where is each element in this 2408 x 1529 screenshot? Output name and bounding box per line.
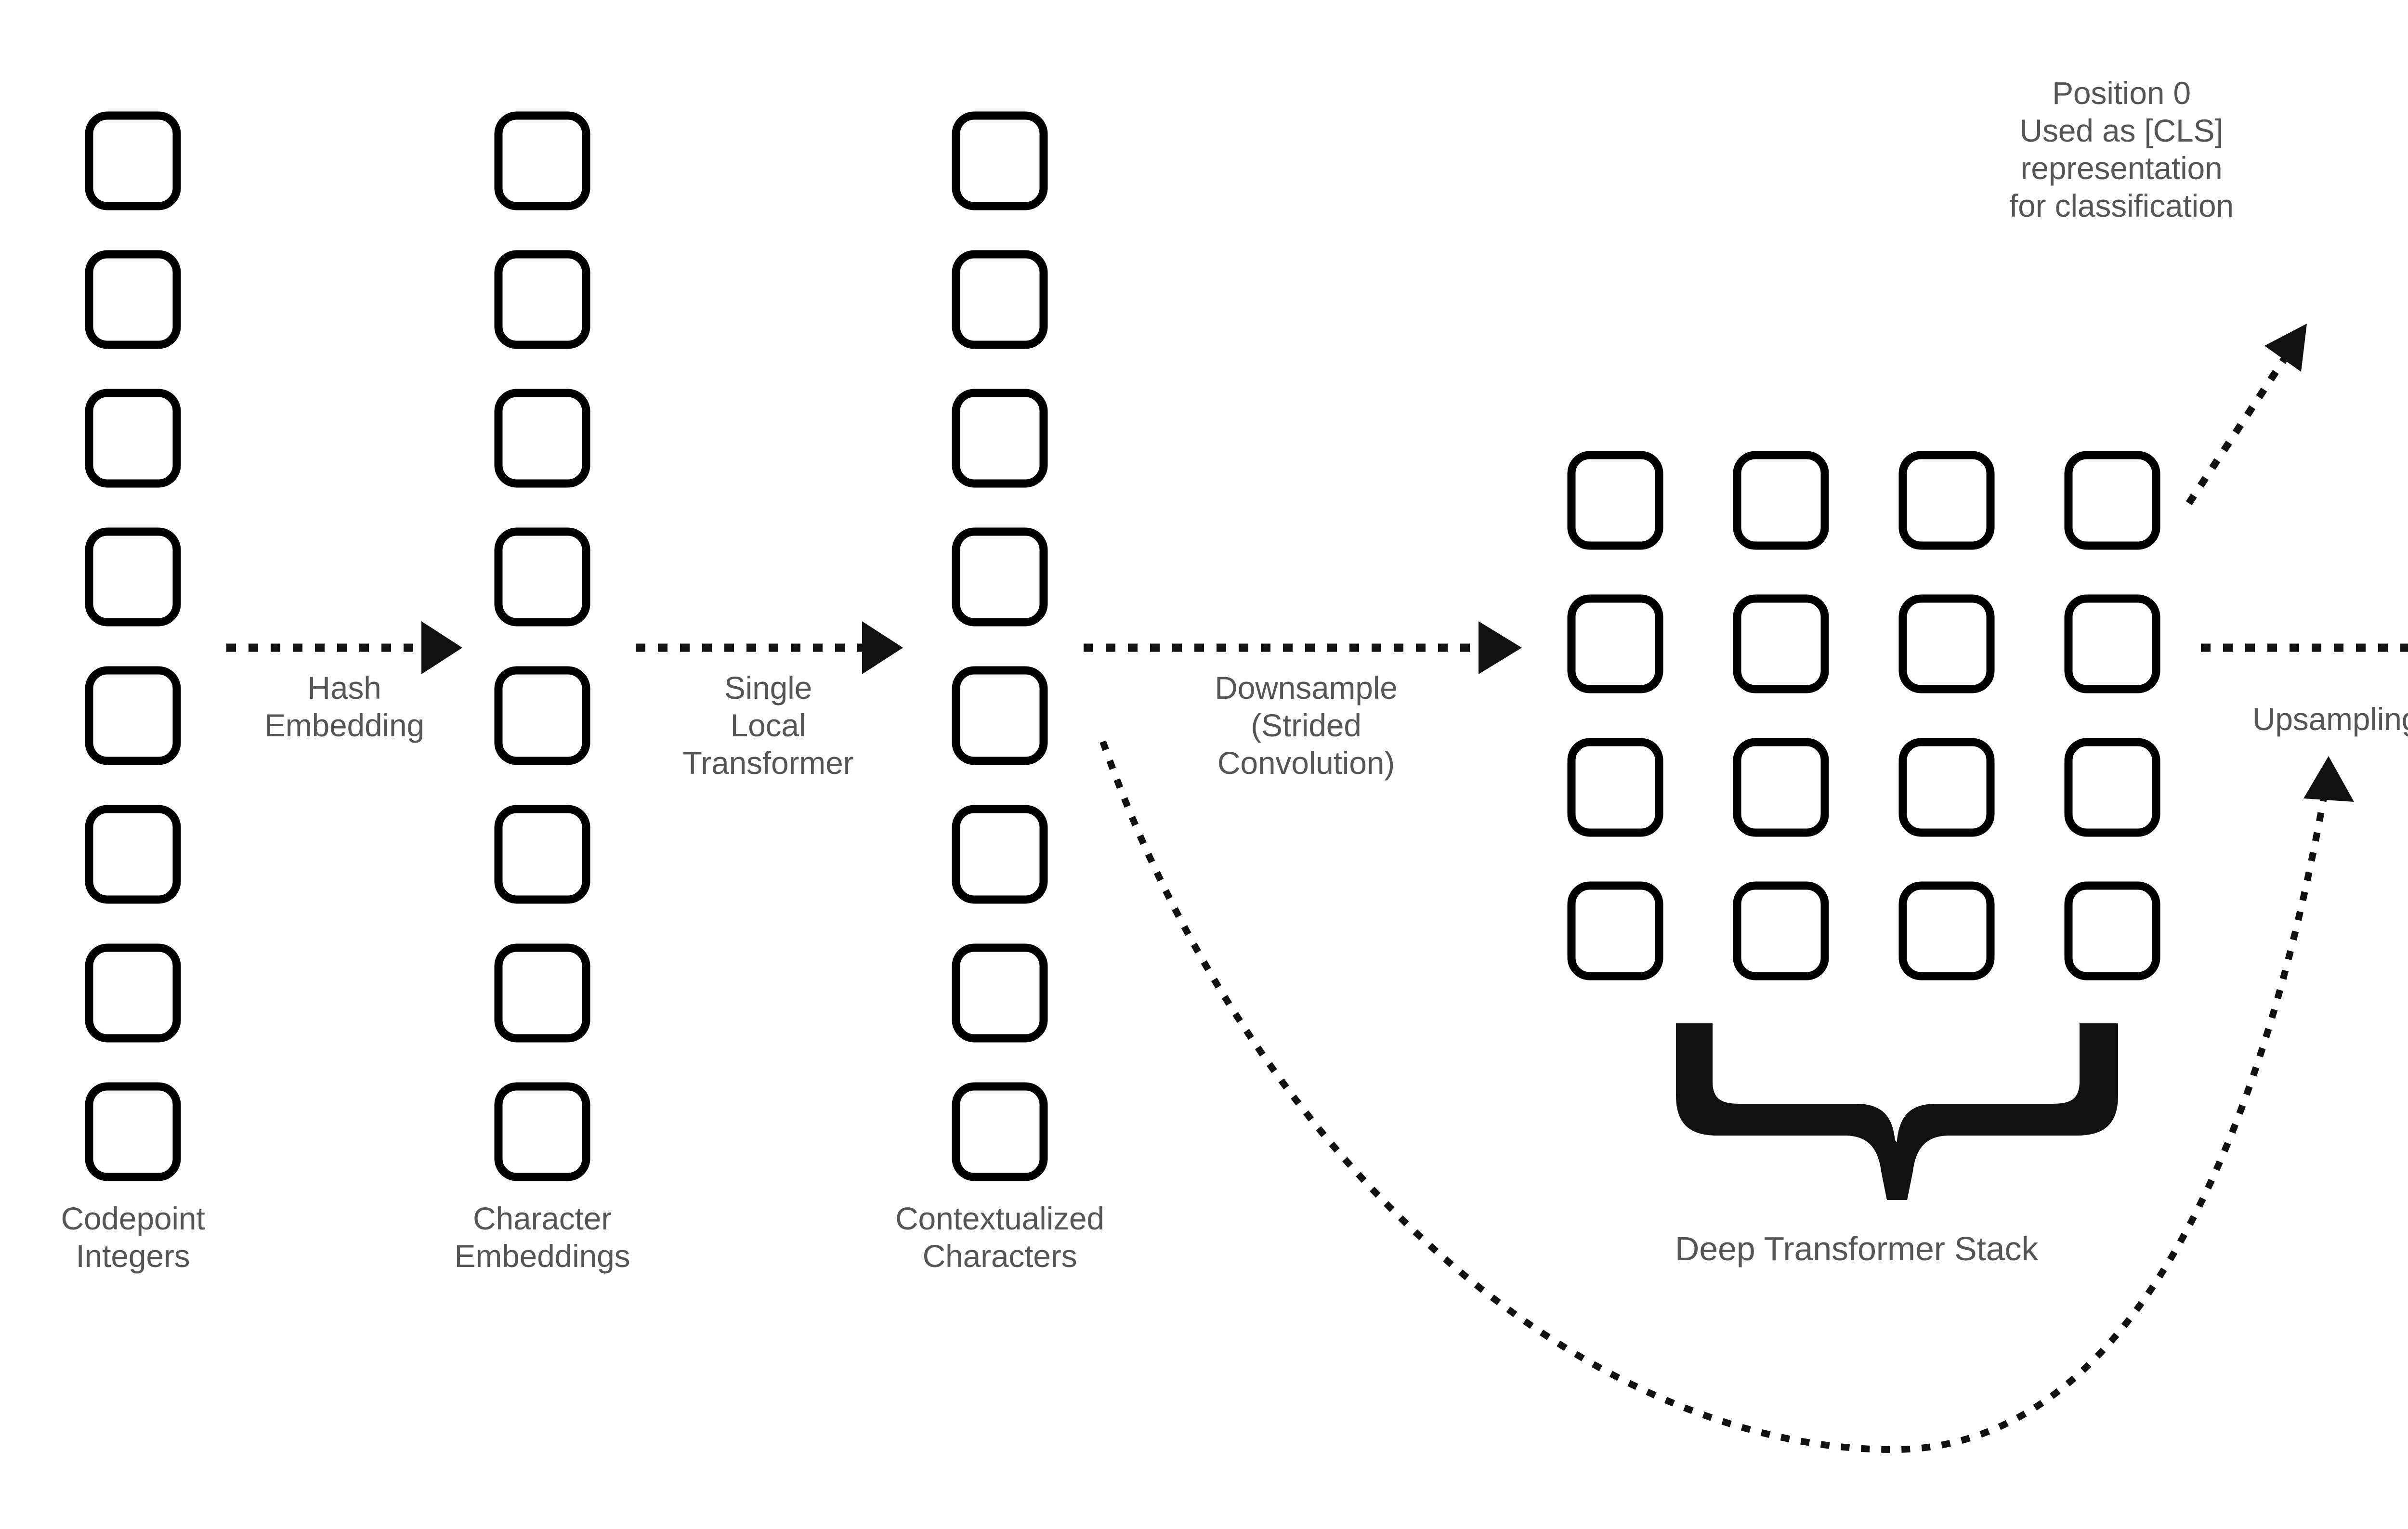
cell-box (1733, 881, 1829, 980)
edge-label-upsampling: Upsampling (2252, 701, 2408, 737)
cell-box (952, 805, 1048, 904)
triangle-arrowhead-icon (1479, 621, 1522, 674)
cell-box (1567, 738, 1663, 837)
edge-hash-embedding (226, 621, 462, 674)
cell-box (494, 943, 590, 1043)
edge-single-local-transformer (636, 621, 903, 674)
cell-box (1898, 451, 1995, 550)
column-caption-character-embeddings: Character Embeddings (454, 1201, 630, 1274)
cell-box (494, 666, 590, 765)
column-caption-contextualized-characters: Contextualized Characters (895, 1201, 1104, 1274)
annotation-label-cls: Position 0 Used as [CLS] representation … (2009, 75, 2234, 223)
brace-deep-transformer-stack (1676, 1023, 2118, 1200)
edge-label-single-local-transformer: Single Local Transformer (682, 670, 854, 781)
edge-upsampling (2201, 643, 2408, 652)
cell-box (2064, 451, 2160, 550)
cell-box (85, 943, 181, 1043)
triangle-arrowhead-icon (2264, 324, 2307, 372)
cell-box (85, 389, 181, 488)
cell-box (494, 805, 590, 904)
cell-box (85, 250, 181, 349)
cell-box (494, 111, 590, 210)
cell-box (952, 666, 1048, 765)
cell-box (952, 250, 1048, 349)
cell-box (1898, 594, 1995, 693)
cell-box (952, 111, 1048, 210)
residual-curve-path (1099, 740, 2329, 1453)
cell-box (1898, 881, 1995, 980)
cell-box (952, 527, 1048, 627)
cell-box (494, 389, 590, 488)
column-codepoint-integers (85, 111, 181, 1181)
column-caption-deep-transformer-stack: Deep Transformer Stack (1675, 1230, 2039, 1268)
cell-box (1733, 738, 1829, 837)
edge-downsample (1084, 621, 1522, 674)
cell-box (85, 805, 181, 904)
cell-box (1567, 594, 1663, 693)
curly-brace-down-icon (1676, 1023, 2118, 1200)
cell-box (494, 250, 590, 349)
cell-box (1733, 451, 1829, 550)
cell-box (1733, 594, 1829, 693)
column-caption-codepoint-integers: Codepoint Integers (61, 1201, 205, 1274)
cls-arrow-line (2186, 344, 2296, 506)
cell-box (1898, 738, 1995, 837)
cell-box (494, 1082, 590, 1181)
cell-box (85, 666, 181, 765)
annotation-cls-arrow (2186, 324, 2307, 506)
edge-label-downsample: Downsample (Strided Convolution) (1215, 670, 1398, 781)
cell-box (952, 943, 1048, 1043)
cell-box (494, 527, 590, 627)
cell-box (2064, 594, 2160, 693)
cell-box (85, 1082, 181, 1181)
triangle-arrowhead-icon (421, 621, 462, 674)
column-character-embeddings (494, 111, 590, 1181)
cell-box (85, 111, 181, 210)
cell-box (85, 527, 181, 627)
cell-box (1567, 451, 1663, 550)
cell-box (1567, 881, 1663, 980)
cell-box (2064, 738, 2160, 837)
annotation-residual-curve (1099, 740, 2354, 1453)
cell-box (2064, 881, 2160, 980)
cell-box (952, 1082, 1048, 1181)
triangle-arrowhead-icon (2303, 756, 2354, 802)
grid-deep-transformer-stack (1567, 451, 2160, 980)
column-contextualized-characters (952, 111, 1048, 1181)
triangle-arrowhead-icon (862, 621, 903, 674)
cell-box (952, 389, 1048, 488)
edge-label-hash-embedding: Hash Embedding (264, 670, 425, 743)
